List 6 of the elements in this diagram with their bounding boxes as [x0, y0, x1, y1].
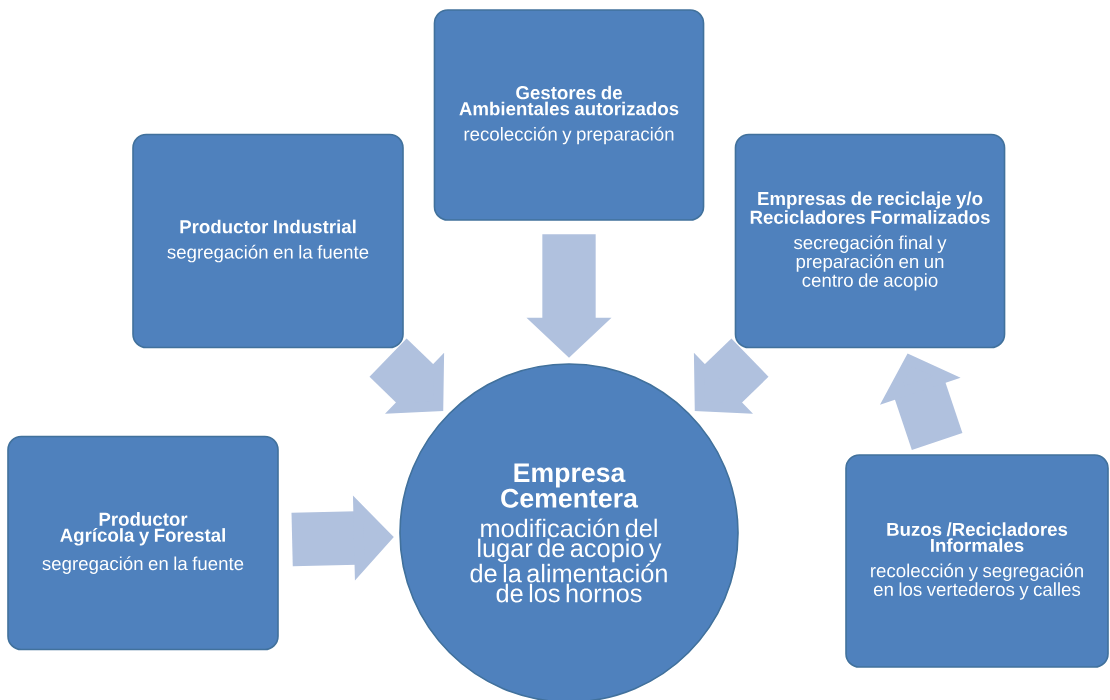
process-box: Productor Agrícola y Forestal segregación en la fuente — [7, 435, 279, 651]
process-box: Productor Industrial segregación en la fuente — [132, 133, 404, 349]
process-box: Empresas de reciclaje y/o Recicladores Formalizados secregación final y preparación en un centro de acopio — [734, 133, 1006, 349]
block-arrow — [369, 338, 445, 414]
process-box: Buzos /Recicladores Informales recolección y segregación en los vertederos y calles — [845, 454, 1109, 668]
process-box: Gestores de Ambientales autorizados recolección y preparación — [433, 9, 705, 221]
